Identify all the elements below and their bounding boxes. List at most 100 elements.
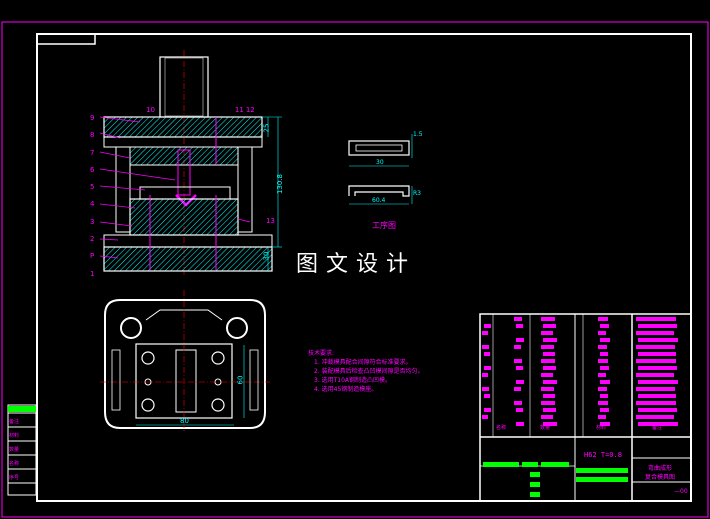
title-block-cell-text — [600, 352, 608, 356]
title-block-cell-text — [636, 331, 674, 335]
title-block-cell-text — [598, 373, 606, 377]
title-block-green-bars — [483, 462, 628, 497]
plan-view — [100, 290, 270, 432]
dimension-plan-width: 80 — [180, 417, 189, 425]
title-block-cell-text — [600, 394, 608, 398]
title-block-cell-text — [600, 324, 609, 328]
title-block-cell-text — [484, 352, 490, 356]
title-block-cell-text — [636, 373, 674, 377]
title-block-cell-text — [638, 352, 676, 356]
part-number-label: 5 — [90, 183, 95, 192]
title-block-cell-text — [541, 415, 553, 419]
part-number-label: 11 — [234, 106, 244, 114]
part-leaders — [99, 116, 251, 259]
title-block-cell-text — [516, 324, 523, 328]
title-block-cell-text — [543, 366, 556, 370]
title-block-cell-text — [514, 359, 522, 363]
title-block-cell-text — [482, 373, 488, 377]
part-number-right: 13 — [266, 217, 275, 225]
title-block-col-label: 备注 — [652, 425, 663, 431]
dimension-lower-plate: 30 — [262, 251, 271, 261]
tech-requirements-line: 1. 冲裁模具配合间隙符合标准要求。 — [314, 359, 412, 366]
title-block-cell-text — [543, 394, 555, 398]
title-block-cells — [482, 317, 678, 426]
tech-requirements: 技术要求: 1. 冲裁模具配合间隙符合标准要求。 2. 装配模具后检查凸凹模间隙… — [308, 349, 424, 394]
title-block-cell-text — [638, 380, 678, 384]
title-block-cell-text — [638, 422, 678, 426]
title-block-cell-text — [516, 366, 523, 370]
left-strip — [7, 404, 37, 496]
workpiece-caption: 工序图 — [372, 221, 396, 230]
title-block-cell-text — [636, 401, 676, 405]
title-block-cell-text — [482, 415, 488, 419]
frame-tab — [37, 34, 96, 45]
upper-die-plate — [103, 116, 263, 138]
left-strip-label: 序号 — [9, 475, 20, 481]
part-number-label: 1 — [90, 269, 95, 278]
workpiece-drawing — [348, 134, 413, 205]
title-block-cell-text — [482, 331, 488, 335]
left-strip-label: 数量 — [9, 447, 20, 453]
watermark: 图文设计 — [296, 252, 417, 277]
title-block-cell-text — [541, 359, 555, 363]
title-block-cell-text — [516, 380, 524, 384]
title-block-cell-text — [541, 345, 554, 349]
dimension-upper-plate: 25 — [262, 123, 271, 133]
dimension-workpiece-note: R3 — [413, 190, 421, 197]
title-block-cell-text — [598, 331, 606, 335]
dimension-plan-height: 60 — [236, 375, 245, 385]
tech-requirements-line: 4. 选用45钢制造模座。 — [314, 386, 378, 393]
part-number-label: 4 — [90, 200, 95, 209]
title-block-cell-text — [636, 345, 675, 349]
title-block-cell-text — [638, 366, 677, 370]
title-block-cell-text — [598, 415, 606, 419]
part-number-label: 12 — [245, 106, 255, 114]
title-block-cell-text — [541, 317, 555, 321]
title-block-cell-text — [541, 387, 554, 391]
title-block-cell-text — [600, 408, 609, 412]
title-block-cell-text — [636, 387, 675, 391]
title-block-cell-text — [514, 345, 521, 349]
left-strip-accent — [8, 406, 36, 412]
title-block-cell-text — [484, 366, 491, 370]
left-strip-label: 名称 — [9, 461, 20, 467]
title-block-cell-text — [638, 338, 678, 342]
title-block-cell-text — [600, 422, 610, 426]
title-block-cell-text — [516, 338, 524, 342]
title-block-cell-text — [484, 394, 490, 398]
title-block-cell-text — [543, 422, 557, 426]
title-block-material: H62 T=0.8 — [584, 451, 622, 459]
title-block-cell-text — [541, 401, 555, 405]
title-block-cell-text — [514, 387, 521, 391]
title-block-cell-text — [598, 359, 608, 363]
part-number-label: 3 — [90, 217, 95, 226]
title-block-cell-text — [598, 401, 608, 405]
title-block-cell-text — [514, 401, 522, 405]
title-block-name-1: 弯曲成形 — [648, 465, 673, 472]
title-block-cell-text — [543, 324, 556, 328]
part-number-label: 2 — [90, 235, 95, 244]
title-block-cell-text — [636, 415, 674, 419]
title-block-col-label: 数量 — [540, 425, 551, 431]
tech-requirements-line: 3. 选用T10A钢制造凸凹模。 — [314, 377, 392, 384]
part-number-label: 8 — [90, 131, 95, 140]
title-block-cell-text — [541, 331, 553, 335]
title-block-sheet: —00 — [674, 488, 688, 495]
left-strip-labels: 备注材料数量名称序号 — [9, 415, 19, 485]
title-block-cell-text — [638, 394, 676, 398]
title-block-col-label: 材料 — [596, 425, 607, 431]
title-block-cell-text — [541, 373, 553, 377]
title-block-cell-text — [482, 345, 489, 349]
tech-requirements-title: 技术要求: — [308, 350, 335, 357]
title-block-cell-text — [600, 380, 610, 384]
title-block-cell-text — [543, 352, 555, 356]
title-block-cell-text — [600, 338, 610, 342]
title-block-cell-text — [638, 324, 677, 328]
drawing-frame — [36, 33, 692, 502]
title-block-cell-text — [482, 387, 489, 391]
part-number-label: 10 — [146, 106, 155, 114]
title-block-cell-text — [638, 408, 677, 412]
outer-frame — [1, 21, 709, 518]
